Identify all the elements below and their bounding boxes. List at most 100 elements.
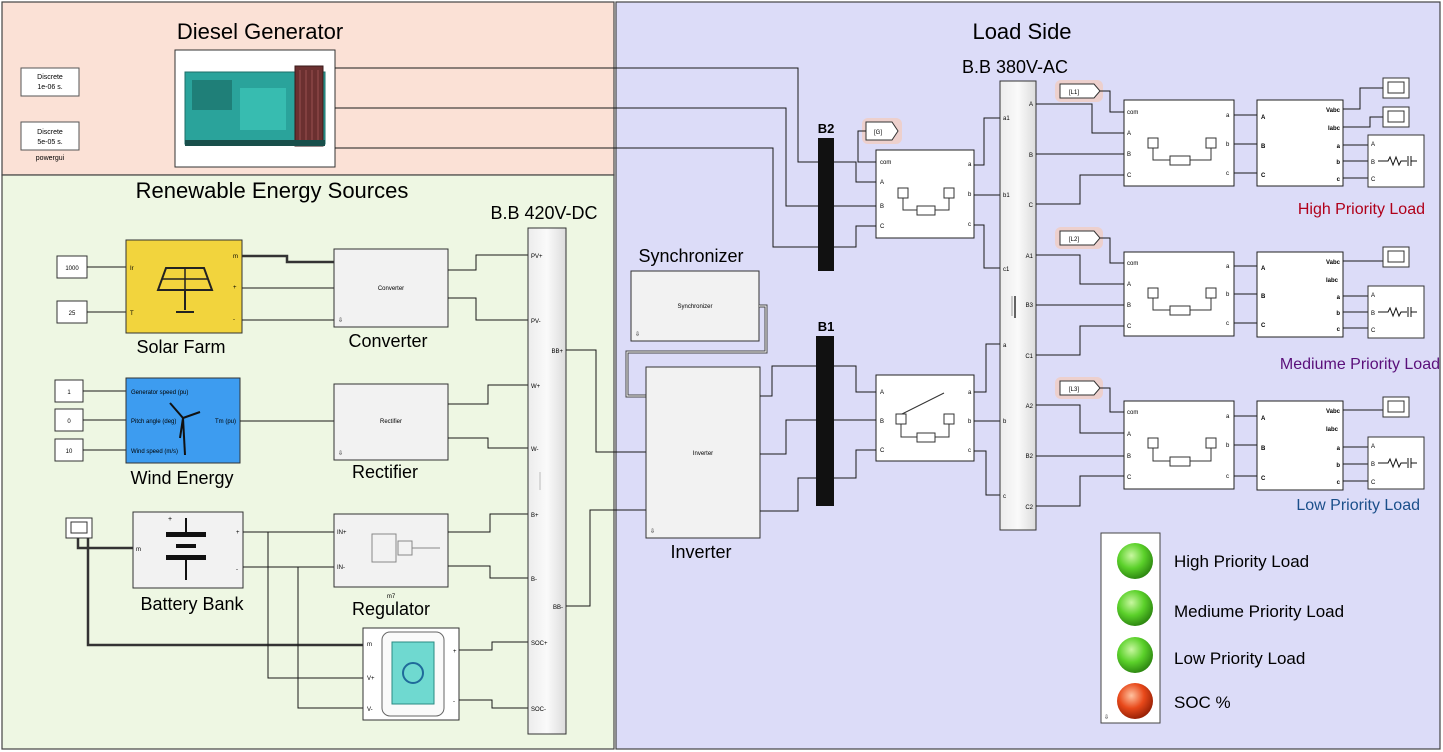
bus-b1[interactable] <box>816 336 834 506</box>
scope-medium-v[interactable] <box>1382 246 1410 268</box>
battery-bank-label: Battery Bank <box>140 594 244 614</box>
goto-l3-tag[interactable]: [L3] <box>1055 377 1103 399</box>
rectifier-block[interactable]: Rectifier ⇩ <box>333 383 449 461</box>
scope-low-v[interactable] <box>1382 396 1410 418</box>
load-breaker-medium[interactable]: com A B C a b c <box>1123 251 1235 337</box>
regulator-block[interactable]: IN+ IN- m7 <box>333 513 449 600</box>
rlc-load-medium[interactable]: A B C <box>1367 285 1425 339</box>
svg-text:B: B <box>1261 294 1266 300</box>
ac-bus-block[interactable]: a1 b1 c1 a b c A B C A1 B3 C1 A2 B2 C2 <box>999 80 1037 531</box>
svg-text:Ir: Ir <box>130 266 134 272</box>
battery-bank-block[interactable]: m + - + <box>132 511 244 589</box>
irradiance-constant[interactable]: 1000 <box>56 255 88 279</box>
soc-meter-block[interactable]: m V+ V- + - <box>362 627 460 721</box>
svg-text:C: C <box>1371 480 1376 486</box>
pitch-angle-constant[interactable]: 0 <box>54 408 84 432</box>
svg-text:IN+: IN+ <box>337 530 347 536</box>
low-priority-load-label: Low Priority Load <box>1296 497 1420 514</box>
svg-text:c: c <box>1337 177 1341 183</box>
scope-high-v[interactable] <box>1382 77 1410 99</box>
goto-g-tag[interactable]: [G] <box>862 118 902 144</box>
svg-text:c: c <box>1337 327 1341 333</box>
wind-turbine-icon <box>169 402 201 456</box>
bus-b2[interactable] <box>818 138 834 271</box>
breaker-generator[interactable]: com A B C a b c <box>875 149 975 239</box>
svg-text:Iabc: Iabc <box>1328 126 1341 132</box>
svg-text:c: c <box>1337 480 1341 486</box>
diesel-generator-block[interactable] <box>174 49 336 168</box>
breaker-inverter[interactable]: A B C a b c <box>875 374 975 462</box>
synchronizer-block[interactable]: Synchronizer ⇩ <box>630 270 760 342</box>
svg-text:Inverter: Inverter <box>693 451 713 457</box>
svg-text:+: + <box>453 649 457 655</box>
wind-turbine-block[interactable]: Generator speed (pu) Pitch angle (deg) W… <box>125 377 241 464</box>
powergui-block-1[interactable]: Discrete 1e-06 s. <box>20 67 80 97</box>
svg-text:m7: m7 <box>387 594 396 600</box>
svg-text:b: b <box>1336 160 1340 166</box>
svg-text:A: A <box>1127 282 1131 288</box>
scope-high-i[interactable] <box>1382 106 1410 128</box>
svg-text:a: a <box>968 390 972 396</box>
generator-speed-constant[interactable]: 1 <box>54 379 84 403</box>
svg-text:b: b <box>968 419 972 425</box>
svg-text:B2: B2 <box>1026 454 1034 460</box>
indicator-soc-label: SOC % <box>1174 693 1231 712</box>
converter-block[interactable]: Converter ⇩ <box>333 248 449 328</box>
powergui-block-2[interactable]: Discrete 5e-05 s. powergui <box>20 121 80 162</box>
svg-text:B3: B3 <box>1026 303 1034 309</box>
indicator-panel[interactable]: ⇩ <box>1100 532 1161 724</box>
svg-text:a: a <box>1337 446 1341 452</box>
svg-text:B: B <box>1127 454 1131 460</box>
svg-text:a: a <box>1226 113 1230 119</box>
load-breaker-high[interactable]: com A B C a b c <box>1123 99 1235 187</box>
indicator-low-label: Low Priority Load <box>1174 649 1305 668</box>
rlc-load-low[interactable]: A B C <box>1367 436 1425 490</box>
svg-text:b: b <box>1003 419 1007 425</box>
temperature-constant[interactable]: 25 <box>56 300 88 324</box>
rlc-load-high[interactable]: A B C <box>1367 134 1425 188</box>
svg-text:b1: b1 <box>1003 193 1010 199</box>
wind-energy-label: Wind Energy <box>130 468 233 488</box>
svg-text:-: - <box>236 567 238 573</box>
measurement-medium[interactable]: A B C Vabc Iabc a b c <box>1256 251 1344 338</box>
svg-text:b: b <box>1226 292 1230 298</box>
svg-text:b: b <box>968 192 972 198</box>
svg-text:1e-06 s.: 1e-06 s. <box>37 84 62 91</box>
medium-priority-lamp <box>1117 590 1153 626</box>
svg-text:C: C <box>1127 324 1132 330</box>
battery-scope[interactable] <box>65 517 93 539</box>
svg-text:b: b <box>1226 443 1230 449</box>
svg-text:⇩: ⇩ <box>1104 714 1109 721</box>
svg-text:0: 0 <box>67 419 71 425</box>
svg-text:c: c <box>968 222 971 228</box>
solar-farm-block[interactable]: Ir T m + - <box>125 239 243 334</box>
load-breaker-low[interactable]: com A B C a b c <box>1123 400 1235 490</box>
svg-text:com: com <box>1127 410 1138 416</box>
svg-text:a: a <box>1337 295 1341 301</box>
svg-text:B: B <box>880 419 884 425</box>
svg-text:A: A <box>1029 102 1033 108</box>
svg-text:Wind speed (m/s): Wind speed (m/s) <box>131 449 178 455</box>
svg-text:[L3]: [L3] <box>1069 387 1079 393</box>
wind-speed-constant[interactable]: 10 <box>54 438 84 462</box>
measurement-low[interactable]: A B C Vabc Iabc a b c <box>1256 400 1344 491</box>
svg-text:[L2]: [L2] <box>1069 237 1079 243</box>
svg-text:Rectifier: Rectifier <box>380 419 402 425</box>
inverter-block[interactable]: Inverter ⇩ <box>645 366 761 539</box>
svg-text:C: C <box>1127 475 1132 481</box>
svg-text:A: A <box>1127 432 1131 438</box>
svg-text:W-: W- <box>531 447 539 453</box>
dc-bus-label: B.B 420V-DC <box>490 203 597 223</box>
goto-l2-tag[interactable]: [L2] <box>1055 227 1103 249</box>
goto-l1-tag[interactable]: [L1] <box>1055 80 1103 102</box>
measurement-high[interactable]: A B C Vabc Iabc a b c <box>1256 99 1344 187</box>
load-title: Load Side <box>972 19 1071 44</box>
svg-text:C: C <box>1371 177 1376 183</box>
high-priority-lamp <box>1117 543 1153 579</box>
dc-bus-block[interactable]: PV+ PV- W+ W- B+ B- SOC+ SOC- BB+ BB- <box>527 227 567 735</box>
svg-text:B: B <box>1371 462 1375 468</box>
svg-text:25: 25 <box>69 311 76 317</box>
svg-text:A: A <box>1371 293 1375 299</box>
svg-text:A: A <box>1371 142 1375 148</box>
